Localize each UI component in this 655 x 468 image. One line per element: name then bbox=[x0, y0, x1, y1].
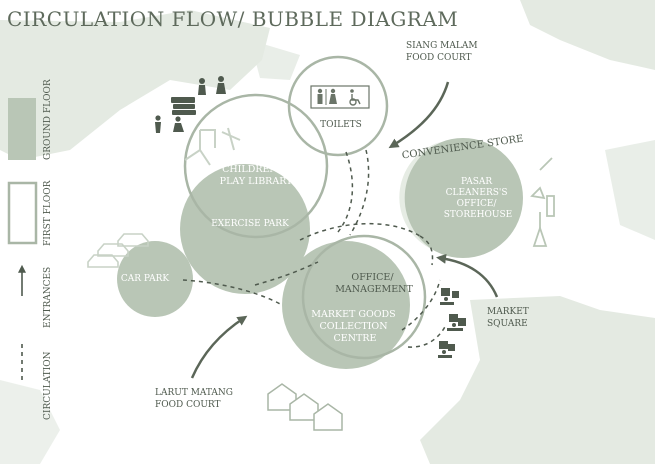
market-stall-icon bbox=[438, 288, 466, 358]
legend-first-floor-swatch bbox=[7, 181, 38, 245]
first-floor-bubbles bbox=[183, 55, 427, 360]
legend-entrances-label: ENTRANCES bbox=[43, 267, 53, 328]
restroom-icon bbox=[317, 88, 337, 105]
label-market-goods: MARKET GOODS COLLECTION CENTRE bbox=[311, 309, 398, 344]
legend-first-floor-label: FIRST FLOOR bbox=[43, 180, 53, 246]
car-icon bbox=[87, 233, 149, 268]
label-office-management: OFFICE/ MANAGEMENT bbox=[335, 272, 413, 295]
legend-ground-floor-swatch bbox=[8, 98, 36, 160]
wheelchair-icon bbox=[349, 89, 361, 106]
arrow-larut-matang bbox=[190, 315, 248, 379]
legend-circulation-label: CIRCULATION bbox=[43, 351, 53, 420]
bubble-toilets bbox=[287, 55, 389, 157]
cleaning-supplies-icon bbox=[530, 157, 555, 247]
food-stall-icon bbox=[267, 383, 343, 431]
bubble-market-goods bbox=[282, 241, 410, 369]
bubble-pasar-cleaners bbox=[403, 138, 523, 258]
legend-ground-floor-label: GROUND FLOOR bbox=[43, 79, 53, 160]
label-pasar-cleaners: PASAR CLEANERS'S OFFICE/ STOREHOUSE bbox=[444, 177, 512, 220]
label-market-square: MARKET SQUARE bbox=[487, 307, 532, 329]
toilet-icons bbox=[310, 85, 370, 109]
bubble-car-park bbox=[117, 241, 193, 317]
label-larut-matang: LARUT MATANG FOOD COURT bbox=[155, 388, 236, 410]
children-play-icon bbox=[155, 76, 226, 133]
legend: GROUND FLOOR FIRST FLOOR ENTRANCES CIRCU… bbox=[7, 79, 53, 420]
entrance-arrows bbox=[190, 81, 499, 379]
ground-floor-bubbles bbox=[117, 138, 523, 369]
label-siang-malam: SIANG MALAM FOOD COURT bbox=[406, 41, 480, 63]
circulation-paths bbox=[182, 149, 447, 348]
label-toilets: TOILETS bbox=[320, 120, 362, 130]
label-exercise-park: EXERCISE PARK bbox=[211, 219, 289, 229]
label-car-park: CAR PARK bbox=[121, 274, 170, 284]
label-childrens-play-library: CHILDREN'S PLAY LIBRARY bbox=[220, 164, 293, 187]
arrow-market-square bbox=[436, 253, 499, 298]
bubble-exercise-park bbox=[180, 164, 310, 294]
bubble-office-management bbox=[301, 234, 427, 360]
arrow-siang-malam bbox=[388, 81, 450, 149]
bubble-childrens-play-library bbox=[183, 93, 329, 239]
page-title: CIRCULATION FLOW/ BUBBLE DIAGRAM bbox=[7, 7, 458, 31]
exercise-icon bbox=[184, 127, 241, 166]
